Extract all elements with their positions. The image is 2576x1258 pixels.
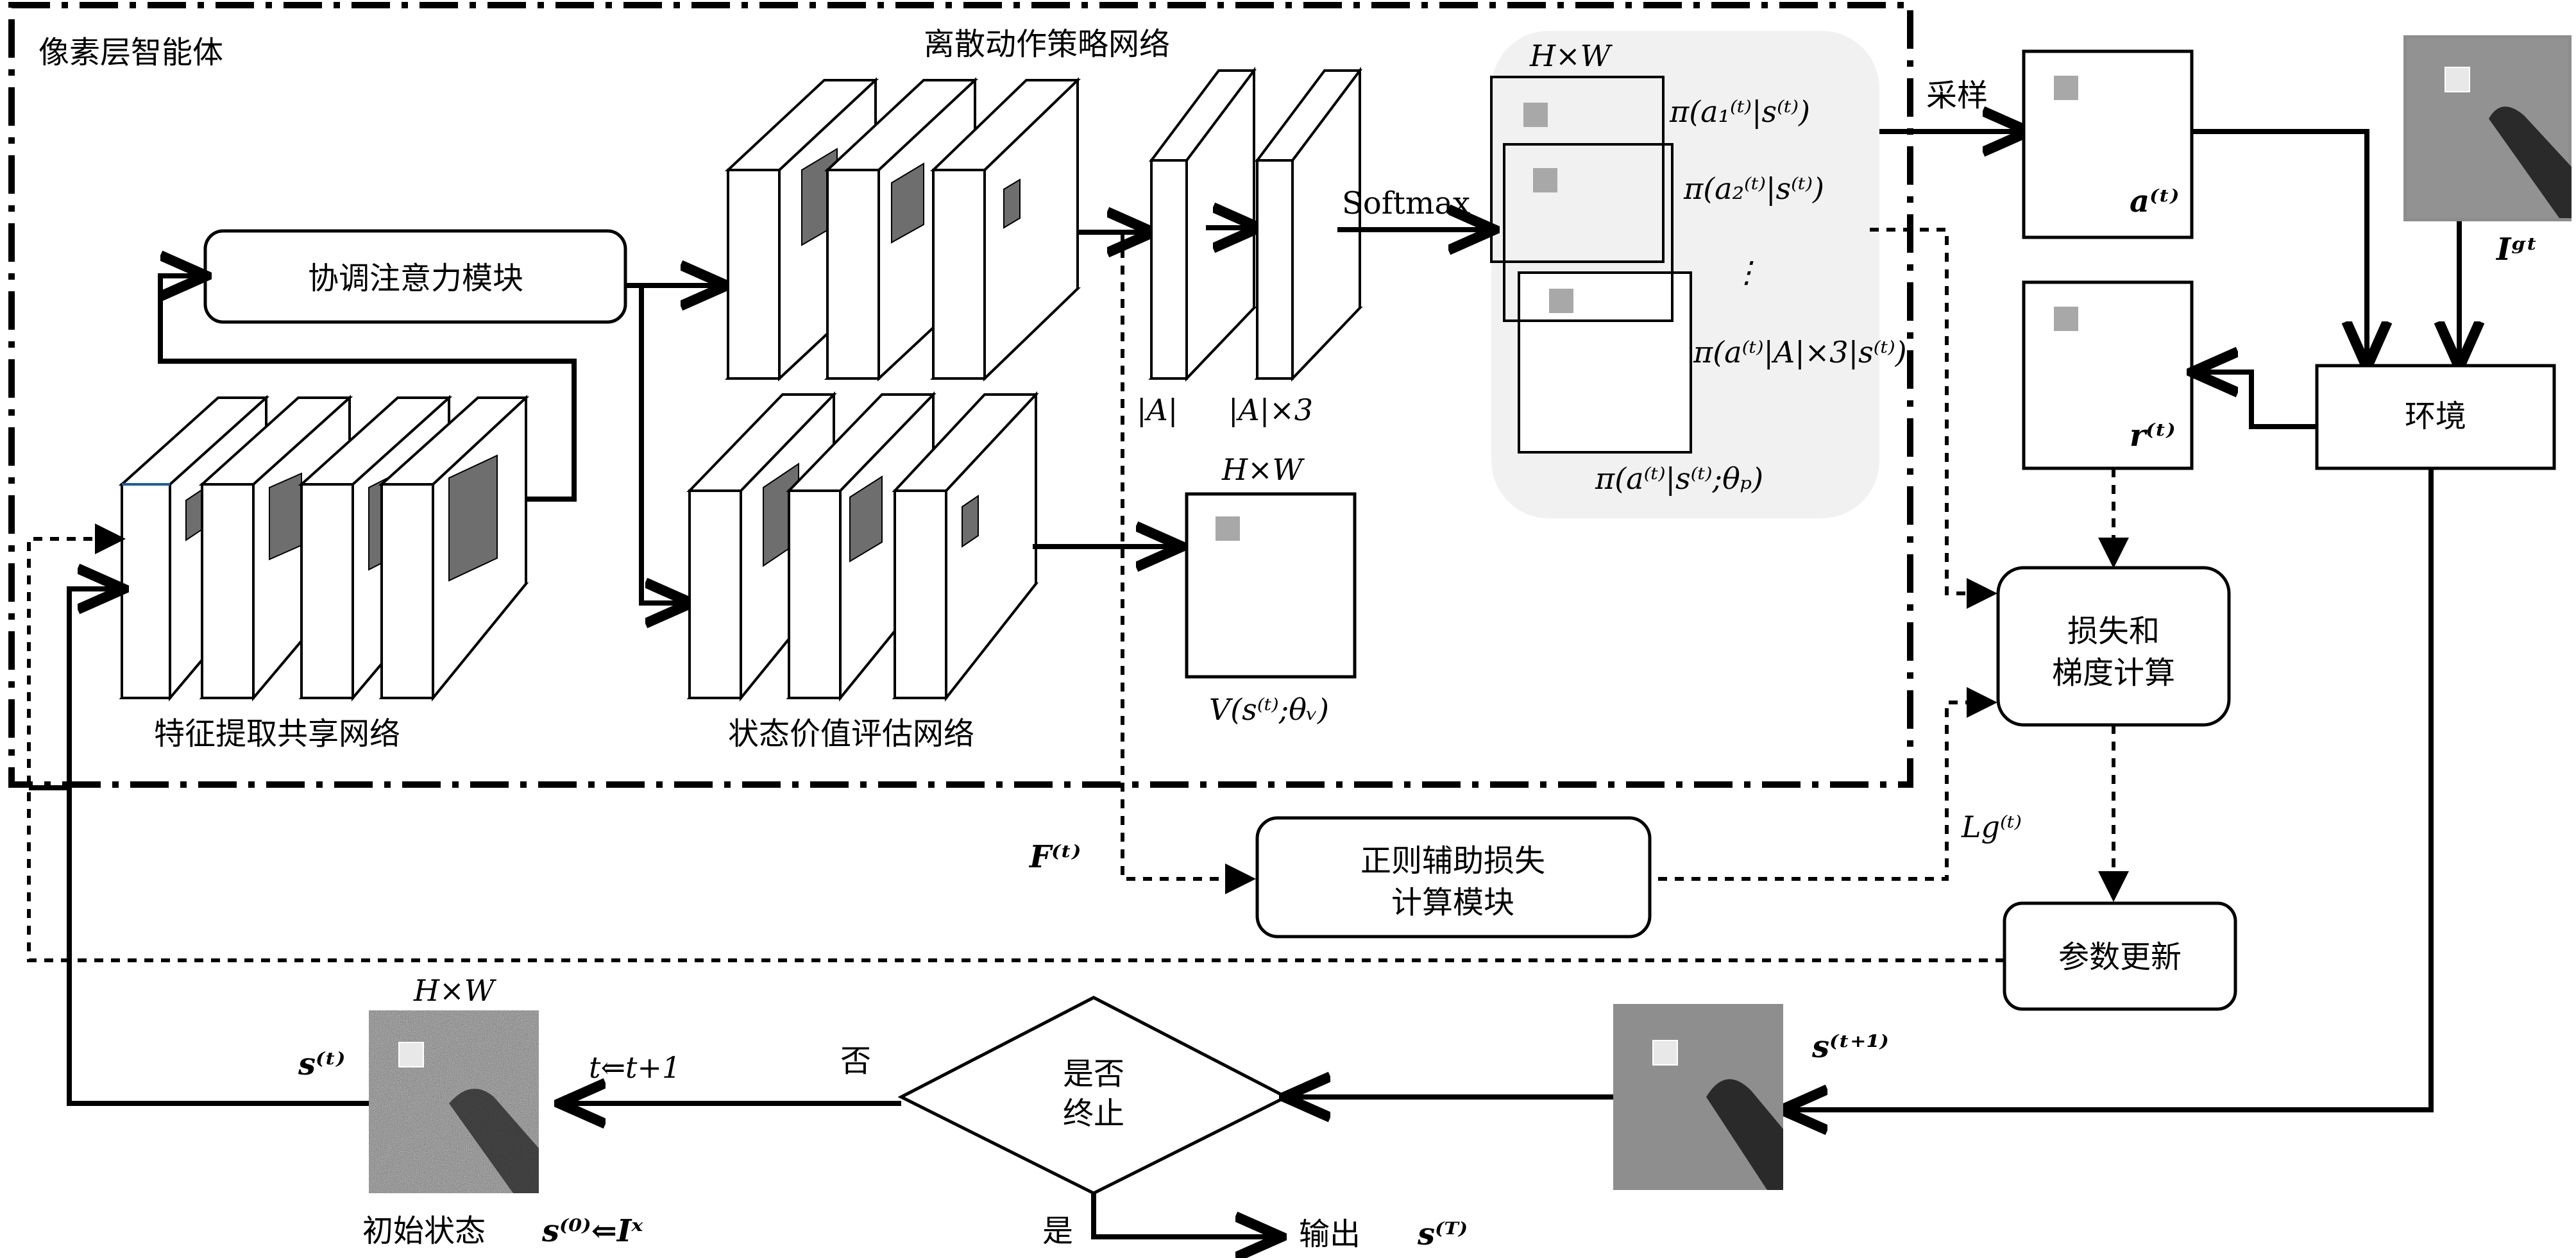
value-map — [1185, 492, 1357, 679]
environment-box — [2315, 364, 2556, 470]
init-state-label: 初始状态 — [362, 1213, 486, 1249]
policy-net-label: 离散动作策略网络 — [924, 26, 1170, 62]
action-map — [2022, 49, 2194, 239]
sampling-label: 采样 — [1926, 78, 1988, 114]
no-label: 否 — [840, 1043, 871, 1079]
param-update-box — [2003, 901, 2237, 1011]
loss-grad-line2: 梯度计算 — [2052, 655, 2175, 691]
reg-loss-line1: 正则辅助损失 — [1360, 843, 1545, 879]
attention-module-label: 协调注意力模块 — [308, 260, 523, 296]
reg-loss-line2: 计算模块 — [1391, 885, 1514, 921]
state-label: s⁽ᵗ⁾ — [298, 1046, 345, 1082]
yes-label: 是 — [1042, 1213, 1073, 1249]
action-layer-A3 — [1254, 67, 1363, 382]
value-label: V(s⁽ᵗ⁾;θᵥ) — [1209, 692, 1329, 727]
action-dim3-label: |A|×3 — [1228, 393, 1313, 427]
terminate-line2: 终止 — [1063, 1096, 1124, 1132]
pi-total-label: π(a⁽ᵗ⁾|s⁽ᵗ⁾;θₚ) — [1595, 461, 1763, 496]
policy-net-cubes — [724, 77, 1081, 382]
feature-extraction-cubes — [118, 395, 530, 702]
action-layer-A — [1148, 67, 1257, 382]
policy-hw-label: H×W — [1529, 38, 1613, 73]
pi3-label: π(a⁽ᵗ⁾|A|×3|s⁽ᵗ⁾) — [1693, 335, 1907, 370]
value-net-label: 状态价值评估网络 — [728, 716, 974, 752]
softmax-label: Softmax — [1342, 185, 1470, 221]
step-update-label: t⇐t+1 — [589, 1050, 681, 1085]
init-assign-label: s⁽⁰⁾⇐Iˣ — [541, 1213, 643, 1249]
action-label: a⁽ᵗ⁾ — [2130, 183, 2179, 219]
policy-output-maps — [1490, 76, 1692, 454]
next-state-label: s⁽ᵗ⁺¹⁾ — [1811, 1029, 1889, 1065]
reg-loss-box — [1255, 816, 1652, 939]
state-hw-label: H×W — [413, 973, 497, 1008]
feature-label: F⁽ᵗ⁾ — [1028, 839, 1081, 875]
final-state-label: s⁽ᵀ⁾ — [1417, 1216, 1468, 1252]
feature-cube-4 — [378, 395, 530, 702]
value-hw-label: H×W — [1221, 452, 1305, 487]
terminate-line1: 是否 — [1063, 1056, 1124, 1092]
ellipsis: ⋮ — [1732, 255, 1761, 289]
current-state-image — [369, 1010, 539, 1193]
reward-label: r⁽ᵗ⁾ — [2130, 418, 2176, 454]
reward-map — [2022, 280, 2194, 470]
pixel-agent-label: 像素层智能体 — [38, 35, 223, 71]
pi2-label: π(a₂⁽ᵗ⁾|s⁽ᵗ⁾) — [1683, 171, 1824, 206]
param-update-label: 参数更新 — [2058, 939, 2182, 975]
pi1-label: π(a₁⁽ᵗ⁾|s⁽ᵗ⁾) — [1669, 94, 1810, 129]
loss-grad-line1: 损失和 — [2067, 613, 2160, 649]
next-state-image — [1613, 1004, 1783, 1190]
feature-net-label: 特征提取共享网络 — [154, 716, 400, 752]
gt-image — [2403, 35, 2572, 221]
pixel-agent-boundary — [8, 2, 1913, 788]
value-net-cubes — [686, 391, 1039, 702]
gt-label: Iᵍᵗ — [2495, 232, 2538, 268]
output-label: 输出 — [1299, 1216, 1360, 1252]
environment-label: 环境 — [2405, 398, 2466, 434]
action-dim-label: |A| — [1137, 393, 1178, 427]
lg-label: Lg⁽ᵗ⁾ — [1961, 810, 2022, 844]
